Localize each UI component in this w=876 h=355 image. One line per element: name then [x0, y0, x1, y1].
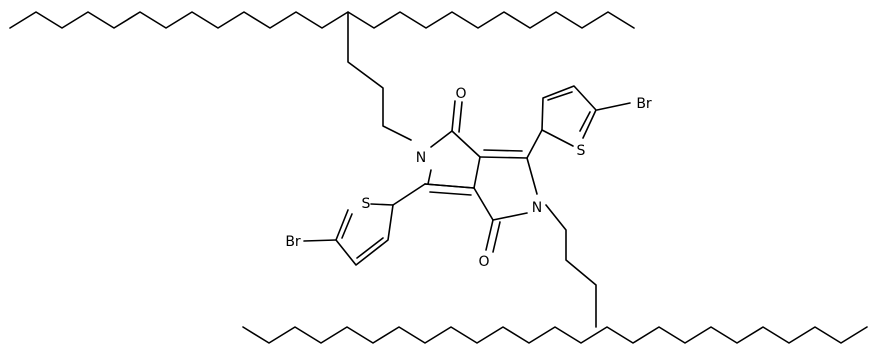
top-decyl-chain	[9, 11, 635, 29]
atom-bromine-right: Br	[636, 96, 652, 112]
thiophene-double-2	[579, 111, 591, 132]
double-bond-right	[483, 149, 523, 152]
atom-sulfur-right: S	[577, 143, 586, 159]
carbonyl-top-bond-2	[458, 101, 463, 133]
carbonyl-bottom-bond	[485, 219, 494, 251]
atom-oxygen-bottom: O	[478, 254, 489, 270]
carbonyl-bottom-bond-2	[492, 221, 501, 253]
right-thiophene-ring	[541, 85, 597, 139]
atom-nitrogen-right: N	[532, 200, 542, 216]
bond-to-br	[303, 239, 337, 242]
bond	[392, 183, 426, 206]
bond	[427, 169, 432, 185]
carbonyl-top-bond	[451, 100, 456, 132]
thiophene-double-2	[341, 213, 353, 239]
bond	[473, 156, 481, 189]
atom-sulfur-left: S	[362, 196, 371, 212]
bond	[451, 130, 481, 158]
bond	[473, 187, 494, 221]
left-thiophene-ring	[335, 204, 394, 266]
bond-to-s	[541, 129, 574, 147]
double-bond-left	[429, 191, 472, 196]
thiophene-double	[547, 91, 573, 101]
bottom-linker-chain	[545, 204, 597, 328]
bond	[424, 183, 475, 189]
bond-n-right	[526, 157, 538, 195]
thiophene-double	[356, 237, 384, 259]
top-linker-chain	[347, 11, 412, 141]
atom-oxygen-top: O	[455, 86, 466, 102]
atom-nitrogen-left: N	[416, 150, 426, 166]
bond-n-left-c	[430, 130, 453, 148]
bond	[492, 212, 528, 221]
bond	[479, 156, 528, 159]
bond	[526, 129, 543, 159]
bond-to-br	[596, 102, 631, 111]
bottom-decyl-chain	[242, 326, 868, 344]
bond-to-s	[370, 203, 394, 206]
atom-bromine-left: Br	[285, 234, 301, 250]
